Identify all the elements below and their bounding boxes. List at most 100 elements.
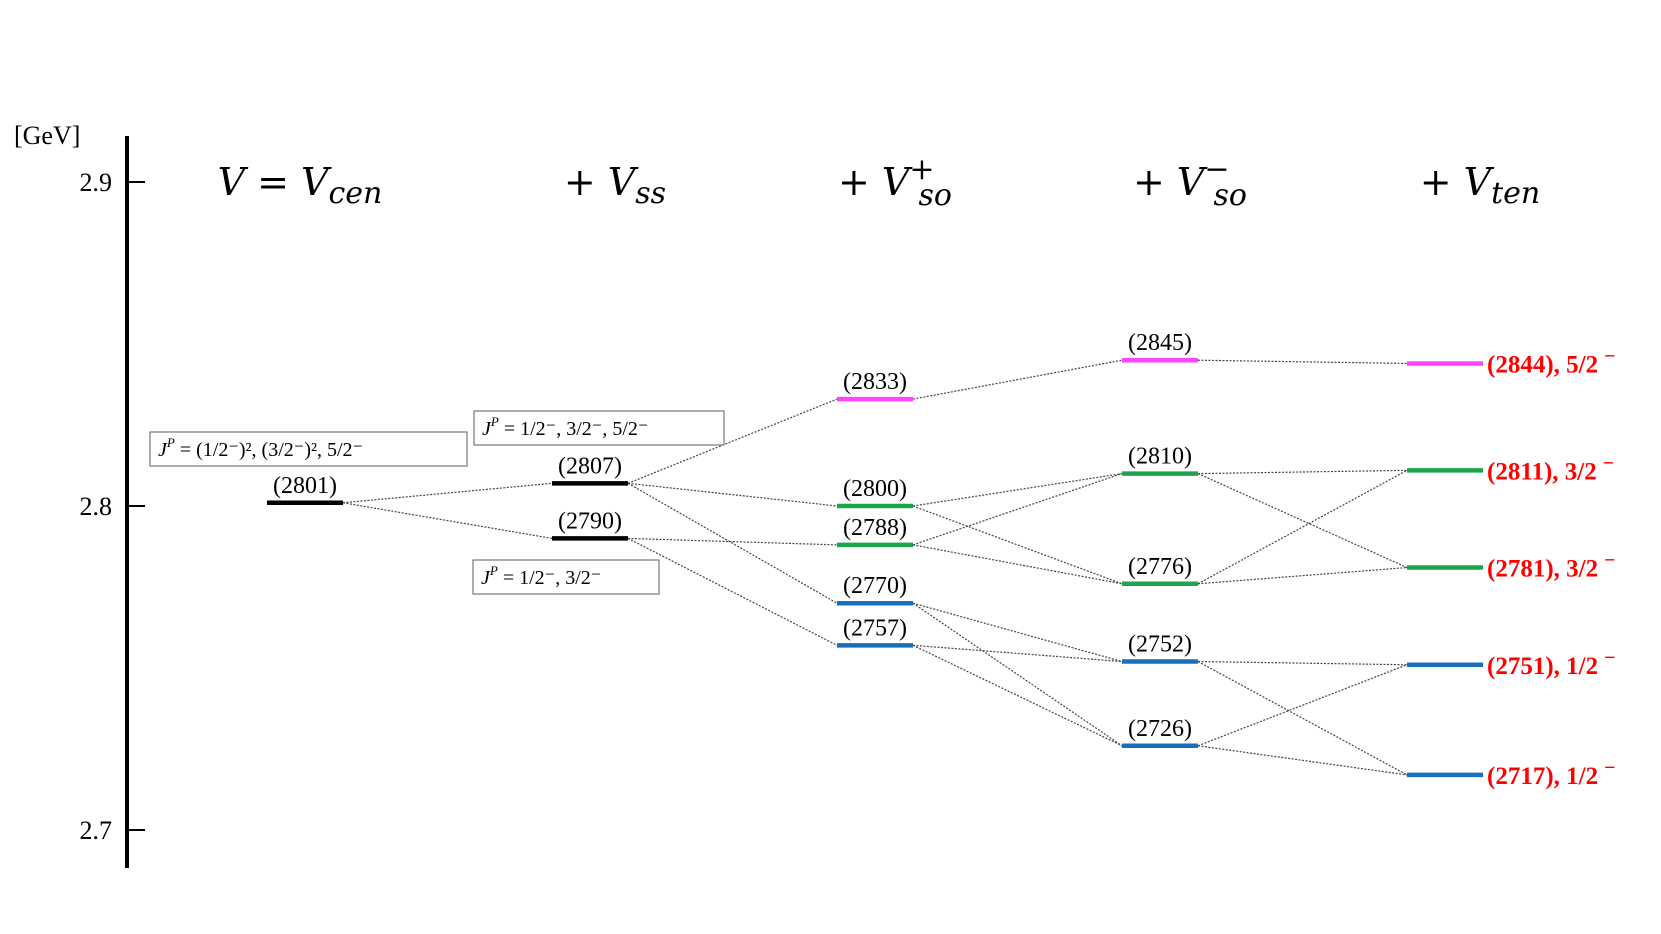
level-connectors — [342, 359, 1408, 776]
jp-box-text: JP = 1/2⁻, 3/2⁻ — [481, 563, 601, 589]
level-connector — [1197, 660, 1408, 776]
energy-level: (2845) — [1122, 330, 1198, 363]
level-connector — [1197, 664, 1408, 747]
level-connector — [912, 473, 1123, 546]
level-connector — [912, 544, 1123, 585]
jp-sup: P — [490, 414, 499, 429]
level-connector — [1197, 469, 1408, 585]
final-state-mass: (2781), 3/2 — [1487, 556, 1598, 583]
stage-title: V = Vcen — [218, 160, 383, 211]
energy-level: (2800) — [837, 476, 913, 509]
stage-title: + V−so — [1133, 152, 1247, 213]
level-connector — [912, 505, 1123, 585]
level-connector — [912, 602, 1123, 663]
jp-symbol: J — [481, 567, 491, 589]
jp-box: JP = (1/2⁻)², (3/2⁻)², 5/2⁻ — [149, 431, 468, 467]
level-connector — [627, 537, 838, 646]
final-state-mass: (2717), 1/2 — [1487, 763, 1598, 790]
y-axis-unit-label: [GeV] — [14, 121, 80, 150]
energy-level: (2751), 1/2− — [1407, 647, 1616, 680]
stage-title-main: + V — [838, 160, 913, 204]
jp-sup: P — [489, 563, 498, 578]
stage-title-main: V = V — [218, 160, 332, 204]
stage-title-sup: + — [909, 152, 934, 187]
y-tick-label: 2.7 — [80, 816, 113, 845]
energy-level: (2770) — [837, 573, 913, 606]
energy-level: (2752) — [1122, 632, 1198, 664]
stage-title: + Vten — [1420, 160, 1541, 211]
energy-levels: (2801)(2807)(2790)(2833)(2800)(2788)(277… — [267, 330, 1616, 790]
level-mass-label: (2770) — [843, 573, 907, 599]
stage-title-sub: ten — [1491, 176, 1540, 211]
level-connector — [342, 502, 553, 539]
final-state-label: (2717), 1/2− — [1487, 757, 1616, 790]
parity-sup: − — [1604, 647, 1615, 669]
level-connector — [912, 644, 1123, 663]
level-mass-label: (2752) — [1128, 632, 1192, 658]
y-tick-label: 2.8 — [80, 492, 113, 521]
level-mass-label: (2776) — [1128, 554, 1192, 580]
level-connector — [1197, 566, 1408, 585]
stage-title-sub: ss — [635, 176, 666, 211]
jp-values: = 1/2⁻, 3/2⁻, 5/2⁻ — [499, 418, 649, 440]
level-mass-label: (2845) — [1128, 330, 1192, 356]
stage-title-main: + V — [1420, 160, 1495, 204]
energy-level: (2811), 3/2− — [1407, 452, 1614, 485]
energy-level: (2844), 5/2− — [1407, 345, 1616, 378]
level-connector — [627, 482, 838, 604]
stage-title-sub: so — [1214, 178, 1247, 213]
level-mass-label: (2801) — [273, 473, 337, 499]
final-state-mass: (2844), 5/2 — [1487, 351, 1598, 378]
jp-box: JP = 1/2⁻, 3/2⁻, 5/2⁻ — [473, 410, 725, 446]
energy-level: (2810) — [1122, 444, 1198, 476]
final-state-label: (2781), 3/2− — [1487, 550, 1616, 583]
jp-symbol: J — [482, 418, 492, 440]
jp-sup: P — [166, 435, 175, 450]
level-connector — [627, 482, 838, 507]
stage-title-sub: so — [919, 178, 952, 213]
level-connector — [1197, 359, 1408, 365]
level-mass-label: (2757) — [843, 615, 907, 641]
level-mass-label: (2810) — [1128, 444, 1192, 470]
energy-level: (2807) — [552, 453, 628, 486]
stage-title-main: + V — [564, 160, 639, 204]
energy-level: (2790) — [552, 508, 628, 541]
level-connector — [912, 644, 1123, 747]
energy-level: (2833) — [837, 369, 913, 402]
level-connector — [342, 482, 553, 504]
final-state-label: (2811), 3/2− — [1487, 452, 1614, 485]
level-mass-label: (2726) — [1128, 716, 1192, 742]
level-connector — [627, 398, 838, 484]
jp-symbol: J — [158, 439, 168, 461]
jp-box: JP = 1/2⁻, 3/2⁻ — [472, 559, 660, 595]
stage-title-main: + V — [1133, 160, 1208, 204]
jp-box-frame — [149, 431, 468, 467]
jp-values: = (1/2⁻)², (3/2⁻)², 5/2⁻ — [175, 439, 363, 461]
energy-level: (2717), 1/2− — [1407, 757, 1616, 790]
level-connector — [1197, 473, 1408, 569]
level-mass-label: (2833) — [843, 369, 907, 395]
parity-sup: − — [1604, 550, 1615, 572]
stage-title-sub: cen — [329, 176, 383, 211]
energy-level: (2776) — [1122, 554, 1198, 587]
stage-titles: V = Vcen+ Vss+ V+so+ V−so+ Vten — [218, 152, 1541, 213]
final-state-label: (2844), 5/2− — [1487, 345, 1616, 378]
energy-level: (2801) — [267, 473, 343, 506]
final-state-mass: (2811), 3/2 — [1487, 458, 1597, 485]
final-state-mass: (2751), 1/2 — [1487, 653, 1598, 680]
jp-box-text: JP = 1/2⁻, 3/2⁻, 5/2⁻ — [482, 414, 648, 440]
level-mass-label: (2800) — [843, 476, 907, 502]
jp-box-frame — [473, 410, 725, 446]
stage-title: + V+so — [838, 152, 952, 213]
parity-sup: − — [1604, 345, 1615, 367]
parity-sup: − — [1603, 452, 1614, 474]
jp-box-text: JP = (1/2⁻)², (3/2⁻)², 5/2⁻ — [158, 435, 363, 461]
level-connector — [912, 602, 1123, 747]
y-tick-label: 2.9 — [80, 168, 113, 197]
final-state-label: (2751), 1/2− — [1487, 647, 1616, 680]
jp-box-frame — [472, 559, 660, 595]
level-mass-label: (2807) — [558, 453, 622, 479]
jp-boxes: JP = (1/2⁻)², (3/2⁻)², 5/2⁻JP = 1/2⁻, 3/… — [149, 410, 725, 595]
level-connector — [1197, 660, 1408, 666]
